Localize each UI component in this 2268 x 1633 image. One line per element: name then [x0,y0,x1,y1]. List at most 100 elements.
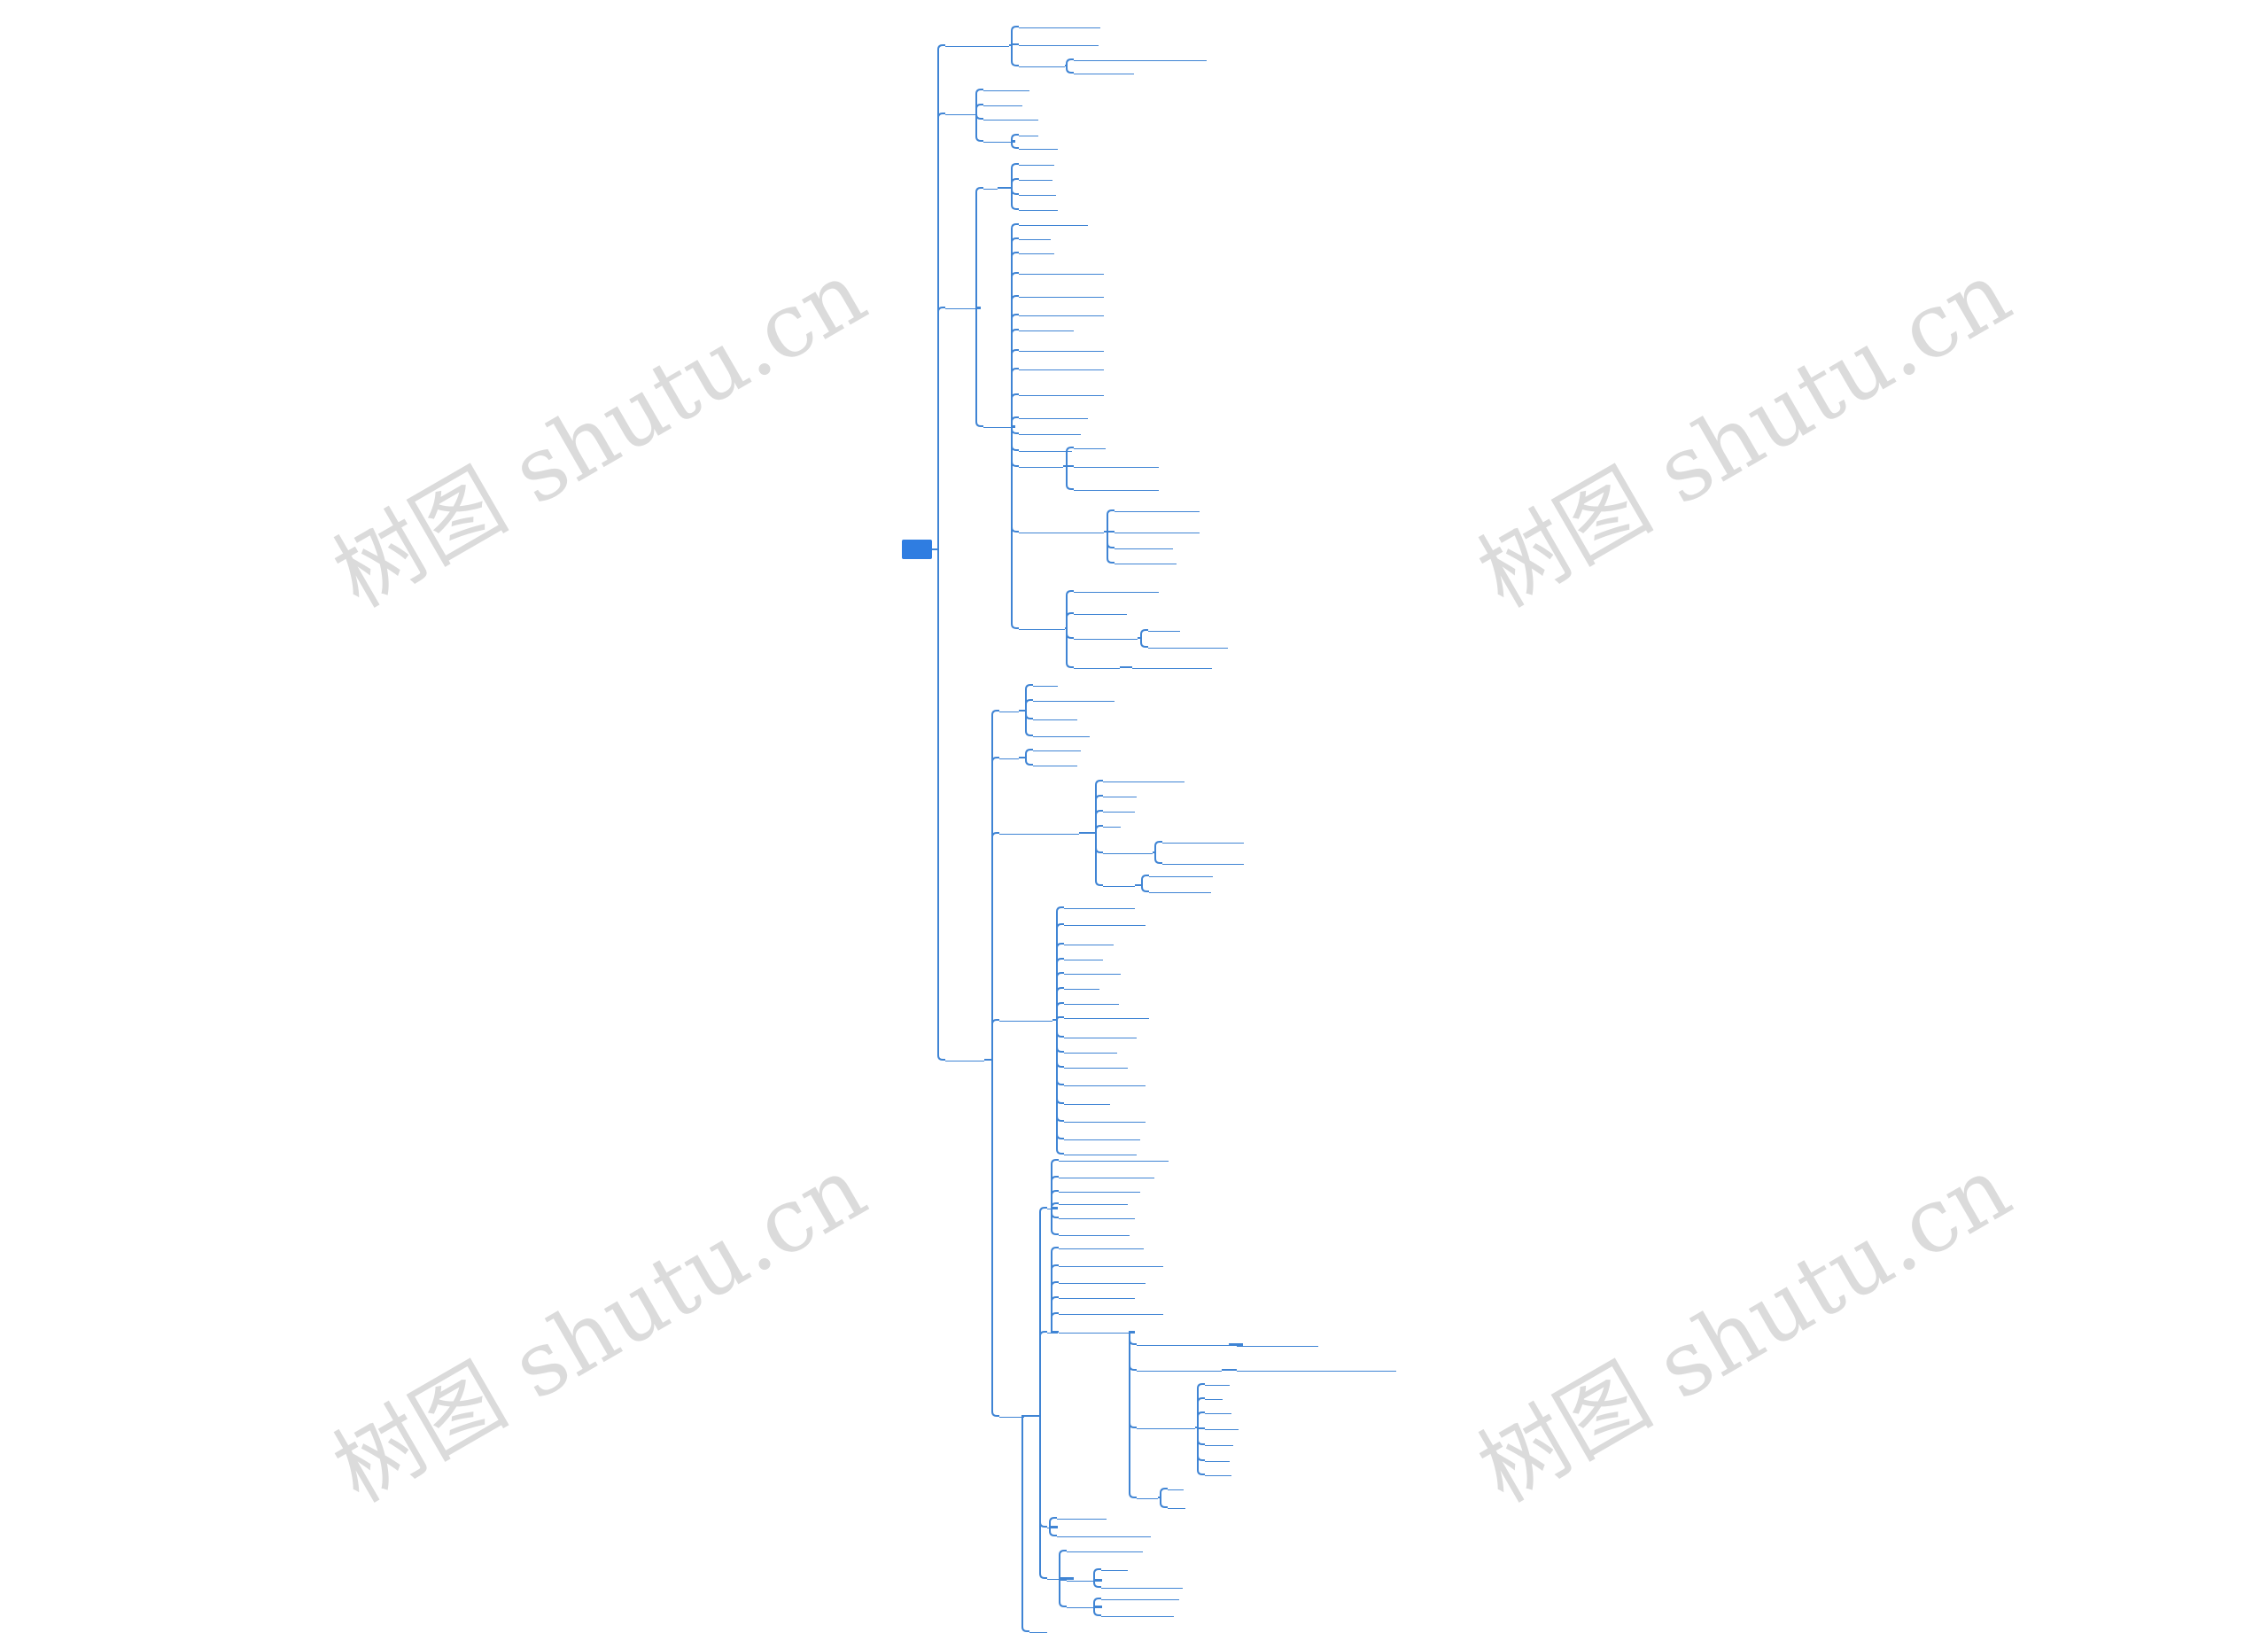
mind-map-node[interactable] [1148,625,1180,632]
mind-map-node[interactable] [1064,1079,1146,1086]
mind-map-node[interactable] [1064,1031,1137,1038]
mind-map-node[interactable] [1074,442,1106,449]
mind-map-node[interactable] [1019,268,1104,275]
mind-map-node[interactable] [983,183,998,190]
mind-map-node[interactable] [1033,695,1115,702]
mind-map-node[interactable] [945,40,1009,47]
mind-map-node[interactable] [1057,1512,1107,1520]
mind-map-node[interactable] [1064,902,1135,909]
mind-map-node[interactable] [1019,159,1054,166]
mind-map-node[interactable] [1033,730,1090,737]
mind-map-node[interactable] [1019,345,1104,352]
mind-map-node[interactable] [1168,1502,1185,1509]
mind-map-node[interactable] [1059,1292,1135,1299]
mind-map-node[interactable] [1074,633,1138,640]
mind-map-node[interactable] [983,421,1015,428]
mind-map-node[interactable] [1059,1186,1140,1193]
mind-map-node[interactable] [1019,412,1088,419]
mind-map-node[interactable] [1047,1326,1058,1334]
mind-map-node[interactable] [999,828,1079,835]
mind-map-node[interactable] [1064,1012,1149,1019]
mind-map-node[interactable] [1103,847,1153,854]
mind-map-node[interactable] [1019,363,1104,370]
mind-map-node[interactable] [1074,461,1159,468]
mind-map-node[interactable] [1019,233,1051,240]
mind-map-node[interactable] [1101,1582,1183,1589]
mind-map-node[interactable] [1064,953,1103,960]
mind-map-node[interactable] [1205,1455,1230,1462]
mind-map-node[interactable] [983,99,1022,106]
mind-map-node[interactable] [1115,505,1200,512]
mind-map-node[interactable] [1205,1407,1231,1414]
mind-map-node[interactable] [1064,1116,1146,1123]
mind-map-node[interactable] [1115,542,1173,549]
mind-map-node[interactable] [1162,858,1244,865]
mind-map-node[interactable] [1019,247,1054,254]
mind-map-node[interactable] [1059,1326,1135,1334]
mind-map-node[interactable] [1059,1171,1154,1178]
mind-map-node[interactable] [1064,998,1119,1005]
mind-map-node[interactable] [1074,484,1159,491]
mind-map-node[interactable] [1205,1379,1230,1386]
mind-map-node[interactable] [1057,1530,1151,1537]
mind-map-node[interactable] [1064,938,1114,945]
mind-map-node[interactable] [1019,60,1065,67]
mind-map-node[interactable] [1064,1098,1110,1105]
mind-map-node[interactable] [1101,1610,1174,1617]
mind-map-node[interactable] [1059,1308,1163,1315]
mind-map-node[interactable] [1019,309,1104,316]
mind-map-node[interactable] [1162,836,1244,844]
mind-map-node[interactable] [1019,129,1038,136]
mind-map-node[interactable] [1103,775,1184,782]
mind-map-node[interactable] [1137,1492,1158,1499]
mind-map-node[interactable] [1132,662,1212,669]
mind-map-node[interactable] [1019,324,1074,331]
mind-map-node[interactable] [1064,1148,1137,1155]
mind-map-node[interactable] [1064,1046,1117,1054]
mind-map-node[interactable] [1074,662,1120,669]
mind-map-node[interactable] [1074,586,1159,593]
mind-map-node[interactable] [1103,805,1135,813]
mind-map-node[interactable] [945,1054,984,1061]
mind-map-node[interactable] [1047,1202,1058,1209]
mind-map-node[interactable] [1074,608,1127,615]
mind-map-node[interactable] [1047,1573,1074,1580]
mind-map-node[interactable] [1067,1575,1102,1582]
mind-map-node[interactable] [1205,1393,1223,1400]
mind-map-node[interactable] [1148,642,1228,649]
mind-map-node[interactable] [1059,1260,1163,1267]
mind-map-node[interactable] [999,752,1019,759]
mind-map-node[interactable] [1019,623,1065,630]
mind-map-node[interactable] [1019,174,1052,181]
mind-map-node[interactable] [1064,968,1121,975]
mind-map-node[interactable] [1059,1229,1130,1236]
mind-map-node[interactable] [1019,445,1072,452]
mind-map-node[interactable] [1029,1626,1047,1633]
mind-map-node[interactable] [1149,870,1213,877]
mind-map-node[interactable] [1074,67,1134,74]
mind-map-node[interactable] [999,1411,1024,1418]
mind-map-node[interactable] [1019,21,1100,28]
mind-map-node[interactable] [1059,1198,1128,1205]
mind-map-node[interactable] [1019,39,1099,46]
mind-map-node[interactable] [1101,1564,1128,1571]
mind-map-node[interactable] [1101,1593,1179,1600]
mind-map-node[interactable] [1019,143,1058,150]
mind-map-node[interactable] [1074,54,1207,61]
mind-map-node[interactable] [945,108,977,115]
mind-map-node[interactable] [1115,557,1177,564]
mind-map-node[interactable] [1137,1422,1195,1429]
mind-map-node[interactable] [1137,1339,1243,1346]
mind-map-node[interactable] [1103,790,1137,797]
mind-map-node[interactable] [1103,820,1121,828]
mind-map-node[interactable] [999,1015,1052,1022]
mind-map-node[interactable] [1137,1365,1222,1372]
mind-map-node[interactable] [1064,983,1099,990]
mind-map-node[interactable] [1019,428,1081,435]
mind-map-node[interactable] [1033,744,1081,751]
mind-map-node[interactable] [1019,461,1063,468]
mind-map-node[interactable] [1168,1483,1184,1490]
mind-map-node[interactable] [1047,1521,1058,1528]
mind-map-node[interactable] [1205,1423,1239,1430]
mind-map-node[interactable] [1205,1469,1231,1476]
